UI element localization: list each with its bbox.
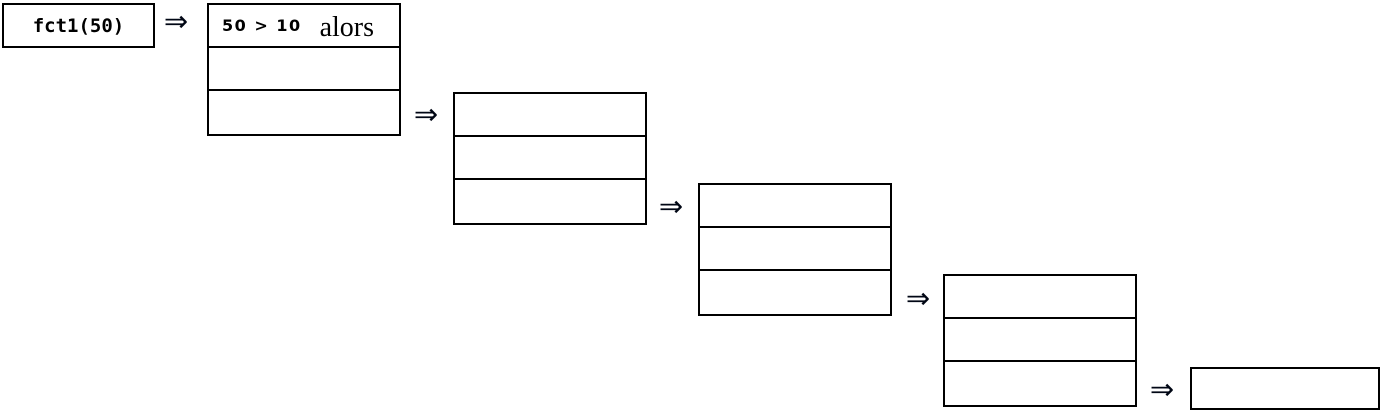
stack-frame-1: 50 > 10 alors — [207, 3, 401, 136]
keyword-text: alors — [319, 11, 375, 43]
double-arrow-icon: ⇒ — [655, 191, 687, 221]
frame-row-condition: 50 > 10 alors — [209, 5, 399, 48]
frame-row-empty — [700, 271, 890, 314]
double-arrow-icon: ⇒ — [160, 6, 192, 36]
frame-row-empty — [455, 180, 645, 223]
function-call-label: fct1(50) — [32, 14, 125, 37]
frame-row-empty — [945, 319, 1135, 362]
frame-row-empty — [209, 48, 399, 91]
double-arrow-icon: ⇒ — [902, 283, 934, 313]
arrow-glyph: ⇒ — [658, 188, 684, 223]
stack-frame-4 — [943, 274, 1137, 407]
frame-row-content: 50 > 10 alors — [209, 11, 399, 43]
stack-frame-3 — [698, 183, 892, 316]
frame-row-empty — [455, 137, 645, 180]
frame-row-empty — [455, 94, 645, 137]
arrow-glyph: ⇒ — [163, 3, 189, 38]
frame-row-empty — [209, 91, 399, 134]
result-box — [1190, 367, 1380, 410]
double-arrow-icon: ⇒ — [1146, 374, 1178, 404]
condition-text: 50 > 10 — [222, 16, 302, 35]
arrow-glyph: ⇒ — [905, 280, 931, 315]
arrow-glyph: ⇒ — [1149, 371, 1175, 406]
function-call-box: fct1(50) — [2, 3, 155, 48]
frame-row-empty — [945, 276, 1135, 319]
frame-row-empty — [945, 362, 1135, 405]
frame-row-empty — [700, 185, 890, 228]
stack-frame-2 — [453, 92, 647, 225]
double-arrow-icon: ⇒ — [410, 99, 442, 129]
frame-row-empty — [700, 228, 890, 271]
arrow-glyph: ⇒ — [413, 96, 439, 131]
frame-row-empty — [1192, 369, 1378, 408]
